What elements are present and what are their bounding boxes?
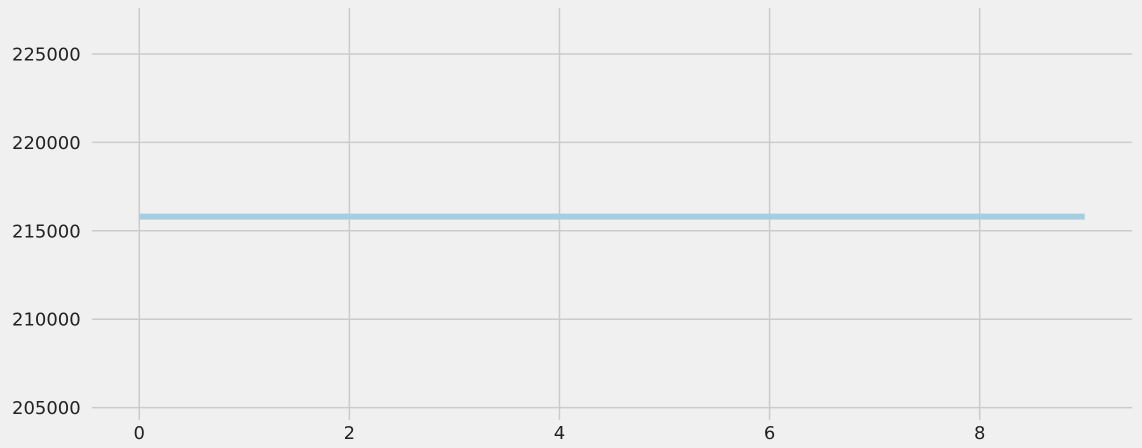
y-tick-label: 215000 bbox=[12, 221, 81, 242]
x-tick-label: 8 bbox=[974, 423, 985, 444]
x-tick-label: 4 bbox=[554, 423, 565, 444]
x-tick-label: 0 bbox=[134, 423, 145, 444]
y-axis-ticks: 205000 210000 215000 220000 225000 bbox=[12, 44, 81, 419]
y-tick-label: 225000 bbox=[12, 44, 81, 65]
y-tick-label: 205000 bbox=[12, 398, 81, 419]
y-tick-label: 220000 bbox=[12, 133, 81, 154]
x-axis-ticks: 0 2 4 6 8 bbox=[134, 423, 986, 444]
x-tick-label: 2 bbox=[344, 423, 355, 444]
x-tick-label: 6 bbox=[764, 423, 775, 444]
y-tick-label: 210000 bbox=[12, 310, 81, 331]
